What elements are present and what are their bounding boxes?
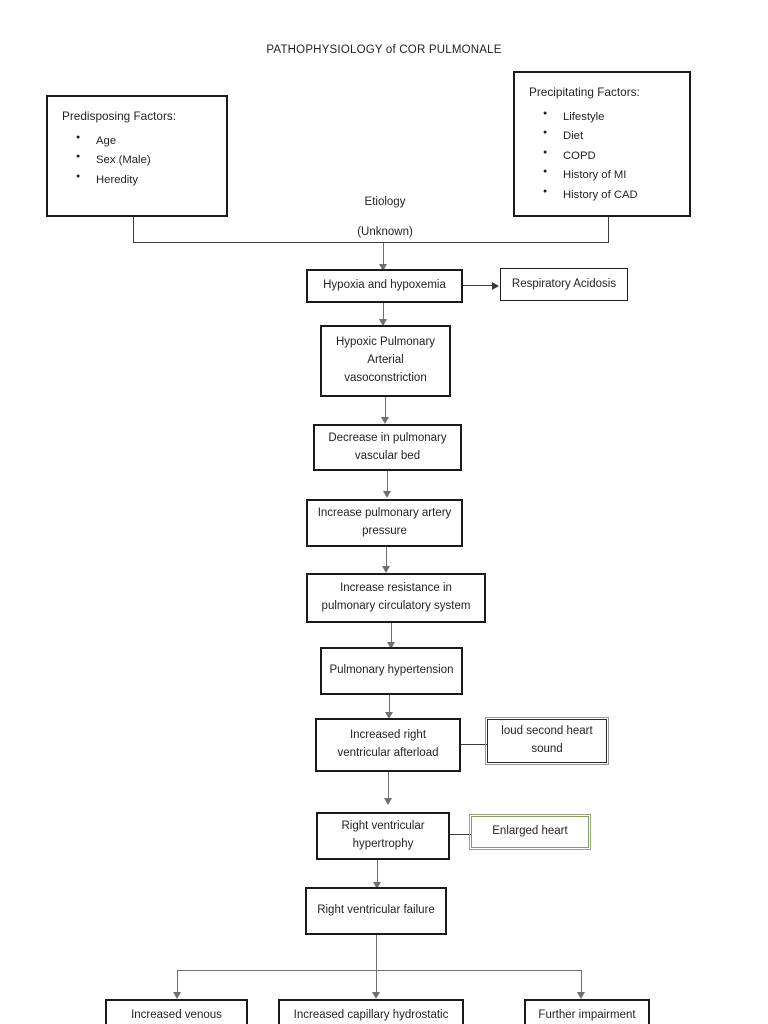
etiology-label: Etiology <box>364 196 406 208</box>
node-increase-pulmonary-artery-pressure: Increase pulmonary artery pressure <box>306 499 463 547</box>
node-enlarged-heart: Enlarged heart <box>468 813 592 851</box>
node-decrease-in-pulmonary-vascular-bed: Decrease in pulmonary vascular bed <box>313 424 462 471</box>
connector-hypertrophy-to-enlarged-heart <box>450 834 476 836</box>
connector-predisposing-down <box>133 217 135 243</box>
connector-etiology-bar <box>133 242 609 244</box>
connector-hypertrophy-to-failure <box>377 860 379 884</box>
page-title: PATHOPHYSIOLOGY of COR PULMONALE <box>266 44 502 56</box>
list-item: History of MI <box>543 166 675 185</box>
arrow-outcome-middle <box>372 992 380 999</box>
node-right-ventricular-hypertrophy: Right ventricular hypertrophy <box>316 812 450 860</box>
predisposing-factors-title: Predisposing Factors: <box>62 109 177 123</box>
arrow-hypertension-to-afterload <box>385 712 393 719</box>
arrow-outcome-left <box>173 992 181 999</box>
arrow-resistance-to-hypertension <box>387 642 395 649</box>
node-increased-right-ventricular-afterload: Increased right ventricular afterload <box>315 718 461 772</box>
connector-vasoconstriction-to-vascular-bed <box>385 397 387 419</box>
arrow-etiology-to-hypoxia <box>379 264 387 271</box>
list-item: Sex (Male) <box>76 151 212 170</box>
node-further-impairment: Further impairment <box>524 999 650 1024</box>
node-increased-capillary-hydrostatic: Increased capillary hydrostatic <box>278 999 464 1024</box>
connector-afterload-to-hypertrophy <box>388 772 390 800</box>
node-respiratory-acidosis: Respiratory Acidosis <box>500 268 628 301</box>
arrow-hypoxia-to-vasoconstriction <box>379 319 387 326</box>
etiology-sublabel: (Unknown) <box>357 226 413 238</box>
arrow-hypoxia-to-acidosis <box>492 282 499 290</box>
list-item: Lifestyle <box>543 108 675 127</box>
connector-outcome-left <box>177 970 179 994</box>
node-right-ventricular-failure: Right ventricular failure <box>305 887 447 935</box>
arrow-pa-pressure-to-resistance <box>382 566 390 573</box>
node-increased-venous: Increased venous <box>105 999 248 1024</box>
connector-precipitating-down <box>608 217 610 243</box>
list-item: Age <box>76 132 212 151</box>
precipitating-factors-title: Precipitating Factors: <box>529 85 640 99</box>
node-increase-resistance-pulmonary-circulatory-system: Increase resistance in pulmonary circula… <box>306 573 486 623</box>
connector-afterload-to-heart-sound <box>461 744 489 746</box>
list-item: Heredity <box>76 171 212 190</box>
list-item: Diet <box>543 127 675 146</box>
node-hypoxic-pulmonary-arterial-vasoconstriction: Hypoxic Pulmonary Arterial vasoconstrict… <box>320 325 451 397</box>
connector-resistance-to-hypertension <box>391 623 393 645</box>
predisposing-factors-list: Age Sex (Male) Heredity <box>62 132 212 190</box>
precipitating-factors-list: Lifestyle Diet COPD History of MI Histor… <box>529 108 675 205</box>
connector-outcome-middle <box>376 970 378 994</box>
arrow-outcome-right <box>577 992 585 999</box>
node-pulmonary-hypertension: Pulmonary hypertension <box>320 647 463 695</box>
connector-outcomes-bar <box>177 970 581 972</box>
connector-failure-down <box>376 935 378 971</box>
node-loud-second-heart-sound: loud second heart sound <box>484 716 610 766</box>
connector-hypoxia-to-acidosis <box>463 285 493 287</box>
predisposing-factors-box: Predisposing Factors: Age Sex (Male) Her… <box>46 95 228 217</box>
arrow-vascular-bed-to-pa-pressure <box>383 491 391 498</box>
connector-etiology-to-hypoxia <box>383 243 385 266</box>
node-hypoxia-and-hypoxemia: Hypoxia and hypoxemia <box>306 269 463 303</box>
list-item: COPD <box>543 147 675 166</box>
arrow-vasoconstriction-to-vascular-bed <box>381 417 389 424</box>
arrow-afterload-to-hypertrophy <box>384 798 392 805</box>
connector-vascular-bed-to-pa-pressure <box>387 471 389 493</box>
connector-outcome-right <box>581 970 583 994</box>
precipitating-factors-box: Precipitating Factors: Lifestyle Diet CO… <box>513 71 691 217</box>
connector-pa-pressure-to-resistance <box>386 547 388 569</box>
connector-hypoxia-to-vasoconstriction <box>383 303 385 321</box>
list-item: History of CAD <box>543 186 675 205</box>
arrow-hypertrophy-to-failure <box>373 882 381 889</box>
connector-hypertension-to-afterload <box>389 695 391 715</box>
